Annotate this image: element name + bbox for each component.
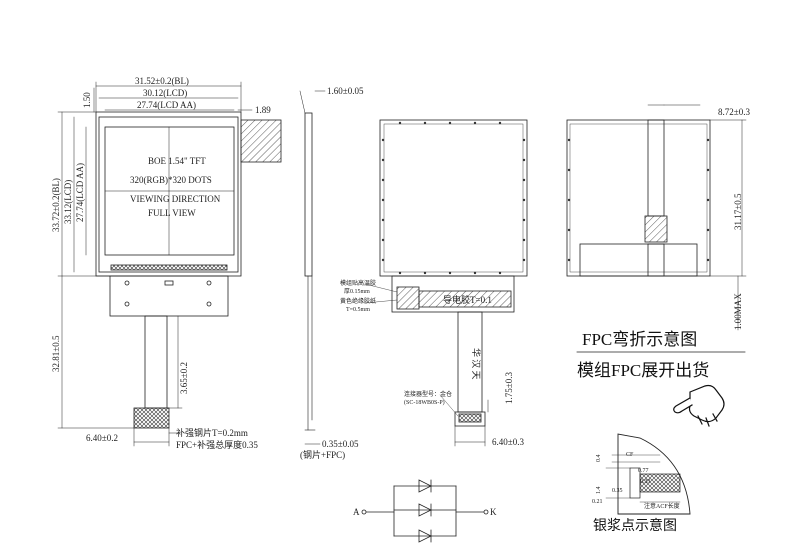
dim-640b: 6.40±0.3 (492, 437, 524, 447)
label-cf: CF (626, 452, 634, 458)
caption-fpc-unfold: 模组FPC展开出货 (577, 361, 709, 380)
right-view (566, 104, 747, 331)
screen-line-1: BOE 1.54" TFT (148, 156, 206, 166)
dim-872: 8.72±0.3 (718, 107, 750, 117)
caption-silver-paste: 银浆点示意图 (593, 517, 677, 534)
fpc-text: 华 汉 天 (471, 348, 482, 380)
side-view (299, 90, 326, 445)
driver-ic-strip (110, 264, 228, 271)
dim-lcd-width: 30.12(LCD) (143, 88, 187, 98)
dim-100max: 1.00MAX (733, 293, 743, 330)
silver-paste-labels: CF 0.4 0.77 0.33 1.4 0.35 0.21 注意ACF长度 (592, 452, 680, 510)
label-14: 1.4 (596, 487, 602, 495)
back-note-2: 厚0.15mm (344, 288, 370, 295)
screen-line-3: VIEWING DIRECTION (130, 194, 221, 204)
front-view (57, 81, 282, 447)
label-033: 0.33 (640, 479, 651, 485)
fpc-strip (144, 315, 168, 409)
back-note-3: 黄色绝缘胶纸 (340, 297, 376, 305)
dim-aa-height: 27.74(LCD AA) (75, 163, 85, 222)
anode-label: A (353, 507, 360, 517)
label-035: 0.35 (612, 488, 623, 494)
label-04: 0.4 (596, 455, 602, 463)
dim-150: 1.50 (82, 92, 92, 108)
screen-line-2: 320(RGB)*320 DOTS (130, 175, 212, 185)
silver-paste-detail (605, 433, 691, 515)
dim-side-thickness: 1.60±0.05 (327, 86, 364, 96)
dim-3117: 31.17±0.5 (733, 193, 743, 230)
label-021: 0.21 (592, 499, 603, 505)
screen-line-4: FULL VIEW (148, 208, 196, 218)
side-note: (钢片+FPC) (300, 449, 345, 460)
back-note-4: T=0.5mm (346, 307, 370, 313)
conductive-label: 导电胶T=0.1 (443, 294, 492, 305)
lcd-outline (98, 116, 239, 273)
dim-640: 6.40±0.2 (86, 433, 118, 443)
stiffener-note-1: 补强钢片T=0.2mm (176, 427, 248, 438)
dim-365: 3.65±0.2 (179, 362, 189, 394)
pointing-hand-icon (673, 384, 725, 427)
caption-fpc-bend: FPC弯折示意图 (582, 330, 697, 349)
right-labels: 8.72±0.3 31.17±0.5 1.00MAX (718, 107, 750, 330)
dim-fpc-thickness: 0.35±0.05 (322, 439, 359, 449)
back-view (364, 119, 528, 447)
dim-bl-width: 31.52±0.2(BL) (135, 76, 189, 86)
cathode-label: K (490, 507, 497, 517)
stiffener (133, 407, 170, 429)
dim-lcd-height: 33.12(LCD) (63, 180, 73, 224)
connector-note-2: (SC-18WB0S-P) (404, 399, 445, 406)
dim-189: 1.89 (255, 105, 271, 115)
led-diode-symbol (361, 479, 489, 543)
dim-overall-height: 32.81±0.5 (51, 335, 61, 372)
label-acf: 注意ACF长度 (644, 502, 680, 510)
label-077: 0.77 (638, 468, 649, 474)
side-labels: 1.60±0.05 0.35±0.05 (钢片+FPC) (300, 86, 364, 460)
dim-175: 1.75±0.3 (504, 372, 514, 404)
captions: FPC弯折示意图 模组FPC展开出货 银浆点示意图 (576, 330, 746, 534)
diode-labels: A K (353, 507, 497, 517)
back-note-1: 模组贴高温胶 (340, 279, 376, 287)
dim-bl-height: 33.72±0.2(BL) (51, 178, 61, 232)
fpc-tab (240, 119, 282, 163)
dim-aa-width: 27.74(LCD AA) (137, 100, 196, 110)
front-labels: 31.52±0.2(BL) 30.12(LCD) 27.74(LCD AA) 1… (51, 76, 271, 450)
back-labels: 模组贴高温胶 厚0.15mm 黄色绝缘胶纸 T=0.5mm 导电胶T=0.1 华… (340, 279, 524, 447)
stiffener-note-2: FPC+补强总厚度0.35 (176, 439, 258, 450)
connector-note-1: 连接器型号：金仓 (404, 390, 452, 398)
